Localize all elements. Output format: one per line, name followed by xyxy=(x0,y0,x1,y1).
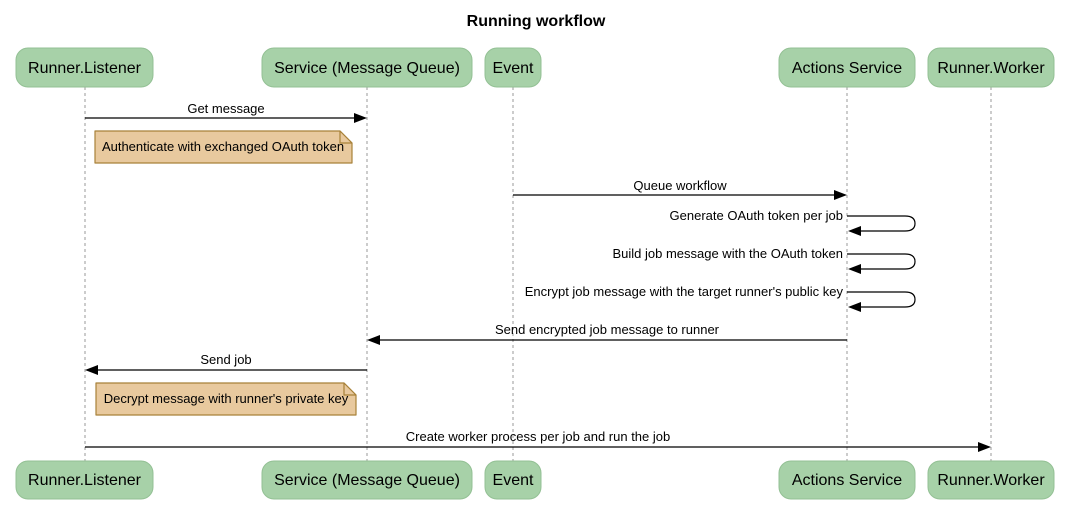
note-box xyxy=(95,382,357,416)
actor-bottom-service-message-queue: Service (Message Queue) xyxy=(261,460,473,500)
message-label: Get message xyxy=(187,101,264,116)
actor-bottom-actions-service: Actions Service xyxy=(778,460,916,500)
arrowhead-left xyxy=(85,365,98,375)
actor-box xyxy=(261,47,473,88)
note-box xyxy=(94,130,353,164)
arrowhead-left xyxy=(848,302,861,312)
actor-top-service-message-queue: Service (Message Queue) xyxy=(261,47,473,88)
self-loop-line xyxy=(847,253,916,270)
actor-top-actions-service: Actions Service xyxy=(778,47,916,88)
actor-label: Actions Service xyxy=(792,472,902,489)
note-authenticate: Authenticate with exchanged OAuth token xyxy=(94,130,353,164)
message-generate-oauth-token: Generate OAuth token per job xyxy=(670,208,916,236)
message-get-message: Get message xyxy=(85,101,367,123)
arrowhead-right xyxy=(978,442,991,452)
arrowhead-left xyxy=(848,264,861,274)
message-queue-workflow: Queue workflow xyxy=(513,178,847,200)
message-label: Encrypt job message with the target runn… xyxy=(525,284,844,299)
arrowhead-left xyxy=(367,335,380,345)
message-send-encrypted-job: Send encrypted job message to runner xyxy=(367,322,847,345)
actor-label: Service (Message Queue) xyxy=(274,60,460,77)
actor-box xyxy=(927,460,1055,500)
actor-bottom-runner-listener: Runner.Listener xyxy=(15,460,154,500)
message-label: Send encrypted job message to runner xyxy=(495,322,720,337)
actor-box xyxy=(778,460,916,500)
diagram-title: Running workflow xyxy=(467,13,606,30)
message-create-worker: Create worker process per job and run th… xyxy=(85,429,991,452)
actors-top: Runner.Listener Service (Message Queue) … xyxy=(15,47,1055,88)
actor-box xyxy=(15,47,154,88)
actor-label: Service (Message Queue) xyxy=(274,472,460,489)
actor-top-runner-listener: Runner.Listener xyxy=(15,47,154,88)
actor-label: Runner.Listener xyxy=(28,472,142,489)
message-label: Send job xyxy=(200,352,251,367)
actors-bottom: Runner.Listener Service (Message Queue) … xyxy=(15,460,1055,500)
actor-top-event: Event xyxy=(484,47,542,88)
actor-label: Runner.Listener xyxy=(28,60,142,77)
actor-bottom-event: Event xyxy=(484,460,542,500)
actor-box xyxy=(778,47,916,88)
message-send-job: Send job xyxy=(85,352,367,375)
message-build-job-message: Build job message with the OAuth token xyxy=(612,246,916,274)
note-label: Authenticate with exchanged OAuth token xyxy=(102,139,344,154)
actor-label: Event xyxy=(493,60,534,77)
actor-box xyxy=(484,47,542,88)
lifelines xyxy=(84,87,992,461)
actor-bottom-runner-worker: Runner.Worker xyxy=(927,460,1055,500)
actor-label: Event xyxy=(493,472,534,489)
message-label: Generate OAuth token per job xyxy=(670,208,843,223)
note-label: Decrypt message with runner's private ke… xyxy=(104,391,349,406)
note-decrypt: Decrypt message with runner's private ke… xyxy=(95,382,357,416)
note-fold xyxy=(339,130,353,144)
actor-box xyxy=(261,460,473,500)
actor-box xyxy=(927,47,1055,88)
actor-box xyxy=(484,460,542,500)
message-label: Build job message with the OAuth token xyxy=(612,246,843,261)
arrowhead-right xyxy=(834,190,847,200)
message-label: Queue workflow xyxy=(633,178,727,193)
arrowhead-right xyxy=(354,113,367,123)
message-encrypt-job-message: Encrypt job message with the target runn… xyxy=(525,284,916,312)
self-loop-line xyxy=(847,215,916,232)
message-label: Create worker process per job and run th… xyxy=(406,429,670,444)
actor-top-runner-worker: Runner.Worker xyxy=(927,47,1055,88)
arrowhead-left xyxy=(848,226,861,236)
note-fold xyxy=(343,382,357,396)
self-loop-line xyxy=(847,291,916,308)
actor-label: Actions Service xyxy=(792,60,902,77)
actor-label: Runner.Worker xyxy=(937,60,1045,77)
actor-box xyxy=(15,460,154,500)
actor-label: Runner.Worker xyxy=(937,472,1045,489)
